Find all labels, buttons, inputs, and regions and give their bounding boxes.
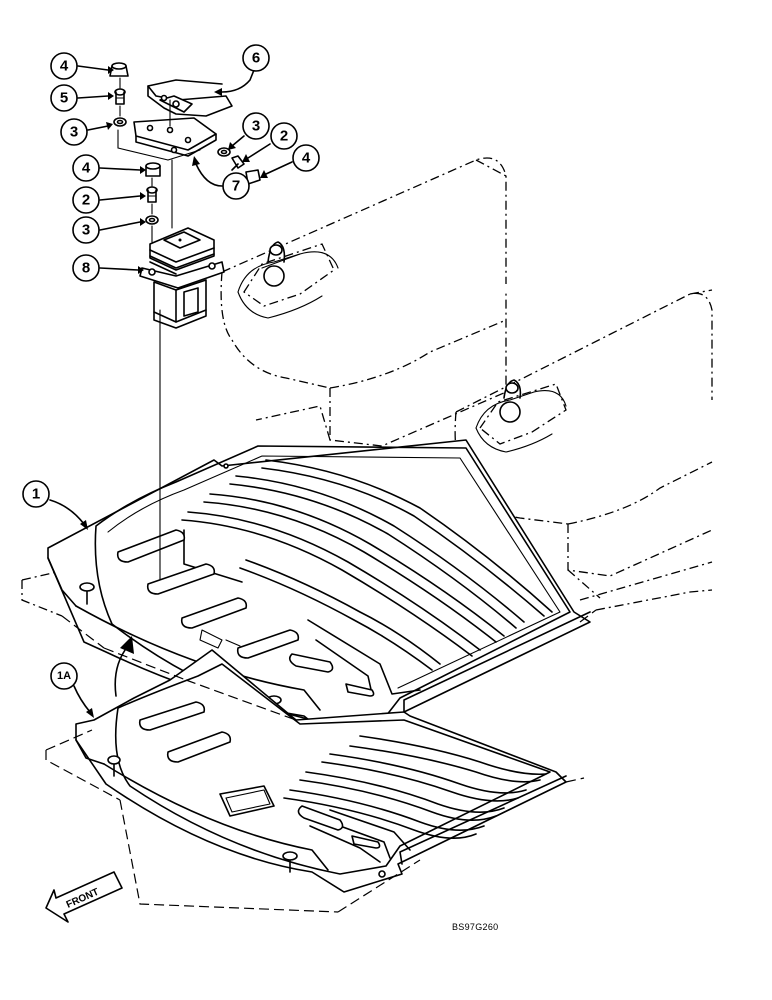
callout-2-mid: 2 xyxy=(72,186,146,214)
callout-3-right: 3 xyxy=(228,112,270,150)
cover-plate-6 xyxy=(147,79,233,117)
phantom-right-console xyxy=(454,292,713,577)
callout-8: 8 xyxy=(72,254,144,282)
callout-3-mid: 3 xyxy=(72,216,146,244)
callout-label: 7 xyxy=(232,178,240,195)
swap-arrow xyxy=(114,636,134,697)
hardware-upper xyxy=(109,62,261,225)
callout-4-mid: 4 xyxy=(72,154,146,182)
bracket-7 xyxy=(133,117,217,157)
callout-7: 7 xyxy=(192,156,250,200)
callout-label: 3 xyxy=(82,222,90,239)
callout-label: 1A xyxy=(57,670,71,682)
callout-1a: 1A xyxy=(50,662,94,718)
callout-3-top: 3 xyxy=(60,118,113,146)
switch-8 xyxy=(139,227,225,329)
callout-label: 3 xyxy=(70,124,78,141)
floor-mat-1 xyxy=(47,439,591,741)
alignment-lines xyxy=(117,77,201,581)
callout-label: 3 xyxy=(252,118,260,135)
callout-label: 4 xyxy=(60,58,69,75)
callout-6: 6 xyxy=(214,44,270,96)
callout-label: 5 xyxy=(60,90,68,107)
callout-label: 8 xyxy=(82,260,90,277)
callout-label: 2 xyxy=(82,192,90,209)
front-arrow-icon: FRONT xyxy=(45,871,123,923)
callout-label: 4 xyxy=(82,160,91,177)
callout-2-right: 2 xyxy=(242,122,298,162)
phantom-link-lines xyxy=(61,609,597,721)
callout-label: 2 xyxy=(280,128,288,145)
callout-label: 4 xyxy=(302,150,311,167)
phantom-left-console xyxy=(220,157,507,447)
phantom-cab-floor xyxy=(21,289,713,617)
floor-mat-1a xyxy=(45,649,585,913)
switch-assembly xyxy=(109,62,261,581)
callout-label: 1 xyxy=(32,486,40,503)
callout-5: 5 xyxy=(50,84,114,112)
drawing-code: BS97G260 xyxy=(452,922,498,932)
callout-1: 1 xyxy=(22,480,88,530)
callout-4-right: 4 xyxy=(260,144,320,178)
mat-studs-1a xyxy=(107,755,298,873)
callout-4-top: 4 xyxy=(50,52,114,80)
callout-label: 6 xyxy=(252,50,260,67)
